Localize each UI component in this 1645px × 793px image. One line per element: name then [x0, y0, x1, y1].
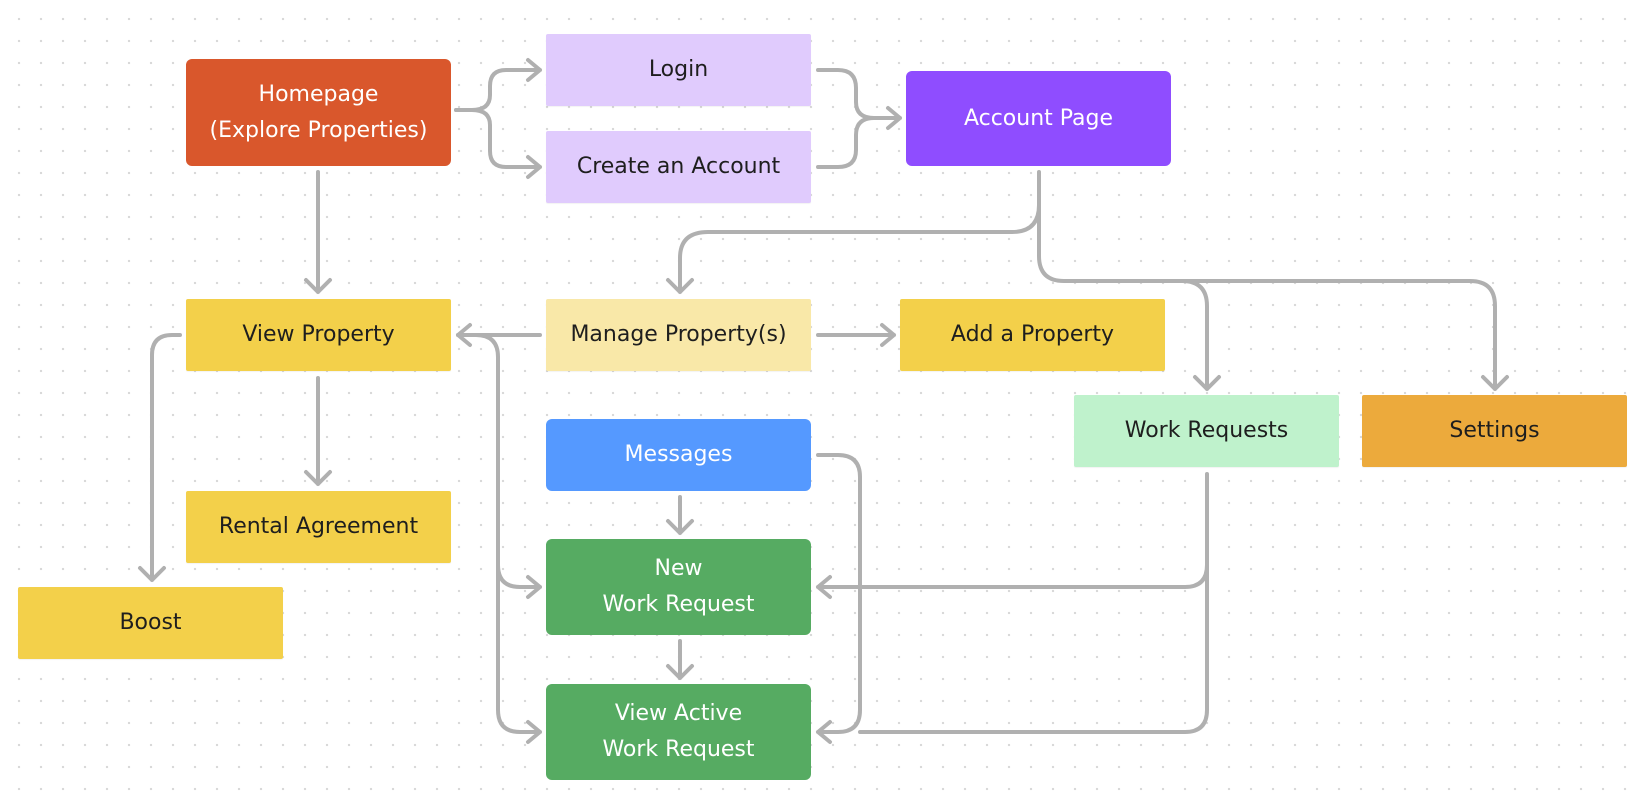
- node-manage-property[interactable]: Manage Property(s): [546, 299, 811, 371]
- connector-login-account: [816, 68, 902, 130]
- connector-messages-newworkrequest: [666, 495, 694, 535]
- connector-newwr-activewr: [666, 639, 694, 680]
- connector-messages-activeworkrequest: [816, 453, 862, 744]
- node-new-work-request[interactable]: New Work Request: [546, 539, 811, 635]
- connector-homepage-login: [454, 58, 542, 112]
- connector-manage-newworkrequest: [456, 333, 542, 599]
- node-boost[interactable]: Boost: [18, 587, 283, 659]
- node-work-requests[interactable]: Work Requests: [1074, 395, 1339, 467]
- connector-manage-activeworkrequest: [496, 563, 542, 744]
- node-homepage[interactable]: Homepage (Explore Properties): [186, 59, 451, 166]
- connector-account-settings: [1180, 279, 1509, 391]
- node-login[interactable]: Login: [546, 34, 811, 106]
- node-messages[interactable]: Messages: [546, 419, 811, 491]
- connector-manage-addproperty: [816, 323, 896, 347]
- connector-workrequests-newworkrequest: [816, 472, 1209, 599]
- connector-create-account: [816, 116, 876, 169]
- connector-viewproperty-rental: [304, 376, 332, 486]
- node-settings[interactable]: Settings: [1362, 395, 1627, 467]
- node-add-property[interactable]: Add a Property: [900, 299, 1165, 371]
- node-create-account[interactable]: Create an Account: [546, 131, 811, 203]
- connector-homepage-create: [454, 108, 542, 179]
- node-rental-agreement[interactable]: Rental Agreement: [186, 491, 451, 563]
- connector-homepage-viewproperty: [304, 170, 332, 294]
- node-view-active-work-request[interactable]: View Active Work Request: [546, 684, 811, 780]
- connector-account-workrequests: [1037, 203, 1221, 391]
- connector-workrequests-activeworkrequest: [858, 563, 1209, 734]
- node-account-page[interactable]: Account Page: [906, 71, 1171, 166]
- node-view-property[interactable]: View Property: [186, 299, 451, 371]
- connector-viewproperty-boost: [138, 333, 182, 582]
